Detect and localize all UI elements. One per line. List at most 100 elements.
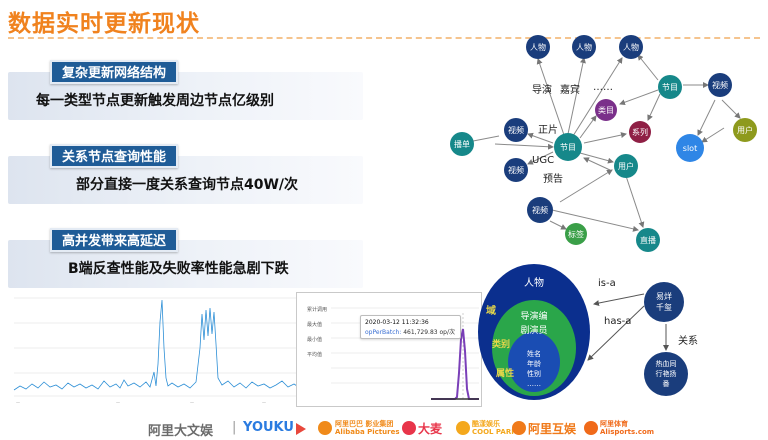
alibaba-pictures-cn: 阿里巴巴 影业集团 bbox=[335, 420, 394, 428]
node-label: 节目 bbox=[662, 83, 678, 92]
entity-a-line: 千玺 bbox=[656, 302, 672, 312]
tooltip-value: 461,729.83 op/次 bbox=[403, 329, 455, 336]
ali-sports-en: Alisports.com bbox=[600, 428, 655, 436]
section-concurrency-latency: 高并发带来高延迟 B端反查性能及失败率性能急剧下跌 bbox=[8, 228, 363, 292]
ali-sports-icon bbox=[584, 421, 598, 435]
node-label: 人物 bbox=[576, 42, 592, 52]
graph-edge bbox=[559, 169, 613, 203]
ali-hyu-icon bbox=[512, 421, 526, 435]
title-divider bbox=[8, 37, 760, 39]
youku-logo: YOUKU bbox=[243, 420, 294, 435]
node-show-center: 节目 bbox=[554, 133, 582, 161]
node-anchor: 播单 bbox=[450, 132, 474, 156]
node-show-top: 节目 bbox=[658, 75, 682, 99]
entity-a-line: 易烊 bbox=[656, 291, 672, 301]
node-label: 类目 bbox=[598, 105, 614, 115]
damai-logo: 大麦 bbox=[418, 422, 443, 436]
venn-domain-item: 导演编 bbox=[520, 310, 547, 322]
graph-edge bbox=[697, 99, 716, 136]
tooltip-key: opPerBatch: bbox=[365, 329, 402, 336]
node-label: 节目 bbox=[560, 143, 576, 152]
node-label: 视频 bbox=[532, 205, 548, 215]
graph-edge bbox=[619, 89, 659, 106]
venn-domain-label: 域 bbox=[486, 304, 496, 317]
svg-text:—: — bbox=[262, 400, 266, 405]
graph-edge bbox=[527, 132, 554, 144]
rel-isa-label: is-a bbox=[598, 278, 616, 289]
monitor-label-max: 最大值 bbox=[307, 321, 322, 328]
node-label: 人物 bbox=[623, 42, 639, 52]
hasa-arrow bbox=[587, 305, 645, 361]
graph-edge bbox=[583, 132, 627, 144]
venn-domain-item: 剧演员 bbox=[520, 324, 547, 336]
node-person-b: 人物 bbox=[572, 35, 596, 59]
node-video-top: 视频 bbox=[708, 73, 732, 97]
node-user-top: 用户 bbox=[733, 118, 757, 142]
node-slot: slot bbox=[676, 134, 704, 162]
venn-attribute-label: 属性 bbox=[495, 367, 514, 379]
node-video-low: 视频 bbox=[504, 158, 528, 182]
graph-edge bbox=[579, 115, 597, 139]
node-person-a: 人物 bbox=[526, 35, 550, 59]
venn-outer-label: 人物 bbox=[524, 276, 544, 289]
graph-edge bbox=[551, 209, 639, 232]
alibaba-pictures-icon bbox=[318, 421, 332, 435]
update-network-graph: 人物 人物 人物 节目 视频 用户 slot 类目 系列 节目 视频 视频 播单… bbox=[450, 35, 757, 252]
node-label: 人物 bbox=[530, 42, 546, 52]
graph-edge bbox=[527, 151, 554, 165]
node-video-bottom: 视频 bbox=[527, 197, 553, 223]
cool-park-en: COOL PARK bbox=[472, 428, 517, 436]
entity-b-line: 番 bbox=[663, 380, 670, 388]
rel-relation-label: 关系 bbox=[678, 334, 698, 347]
monitor-chart: 累计调用 最大值 最小值 平均值 bbox=[307, 306, 479, 400]
graph-edge bbox=[637, 54, 659, 81]
ali-hyu-logo: 阿里互娱 bbox=[528, 422, 577, 436]
graph-edge bbox=[549, 220, 567, 230]
node-label: 播单 bbox=[454, 139, 470, 149]
venn-category-label: 类别 bbox=[492, 338, 510, 350]
damai-icon bbox=[402, 421, 416, 435]
node-series: 系列 bbox=[629, 121, 651, 143]
graph-edge bbox=[721, 99, 741, 119]
node-label: 直播 bbox=[640, 235, 656, 245]
latency-series-line bbox=[13, 299, 311, 391]
edge-label-feature: 正片 bbox=[538, 123, 558, 136]
node-category: 类目 bbox=[595, 99, 617, 121]
venn-attr-item: 姓名 bbox=[527, 349, 541, 358]
svg-text:—: — bbox=[116, 400, 120, 405]
venn-attr-item: …… bbox=[527, 380, 541, 388]
node-label: 用户 bbox=[737, 125, 753, 135]
monitor-label-min: 最小值 bbox=[307, 336, 322, 343]
section-query-performance: 关系节点查询性能 部分直接一度关系查询节点40W/次 bbox=[8, 144, 363, 208]
node-tag: 标签 bbox=[565, 223, 587, 245]
section-text: 每一类型节点更新触发周边节点亿级别 bbox=[36, 93, 274, 109]
alibaba-entertainment-logo: 阿里大文娱 bbox=[148, 424, 214, 439]
graph-edge bbox=[494, 143, 554, 150]
graph-edge bbox=[579, 152, 614, 164]
ontology-diagram: 人物 域 导演编 剧演员 类别 姓名 年龄 性别 …… 属性 is-a has-… bbox=[478, 264, 698, 400]
graph-edge bbox=[625, 175, 645, 228]
slide-title: 数据实时更新现状 bbox=[8, 11, 200, 37]
entity-node-a: 易烊 千玺 bbox=[644, 282, 684, 322]
section-text: B端反查性能及失败率性能急剧下跌 bbox=[68, 261, 289, 277]
section-heading: 复杂更新网络结构 bbox=[50, 60, 179, 84]
node-label: 视频 bbox=[508, 125, 524, 135]
section-text: 部分直接一度关系查询节点40W/次 bbox=[76, 177, 299, 193]
section-heading: 高并发带来高延迟 bbox=[50, 228, 179, 252]
graph-edge bbox=[572, 57, 623, 137]
ali-sports-cn: 阿里体育 bbox=[600, 420, 628, 428]
node-label: 用户 bbox=[618, 161, 634, 171]
footer-separator: | bbox=[232, 420, 237, 435]
entity-b-line: 行艳扬 bbox=[656, 369, 677, 378]
alibaba-pictures-en: Alibaba Pictures bbox=[335, 428, 400, 436]
latency-monitor-chart: ———— bbox=[0, 288, 312, 408]
entity-node-b: 热血同 行艳扬 番 bbox=[644, 352, 688, 396]
entity-b-line: 热血同 bbox=[656, 359, 677, 368]
venn-attr-item: 年龄 bbox=[527, 359, 541, 368]
rel-hasa-label: has-a bbox=[604, 316, 631, 327]
node-label: slot bbox=[683, 144, 697, 153]
node-label: 视频 bbox=[712, 80, 728, 90]
node-label: 标签 bbox=[568, 229, 584, 239]
edge-label-guest: 嘉宾 bbox=[560, 83, 580, 96]
edge-label-director: 导演 bbox=[532, 83, 552, 96]
